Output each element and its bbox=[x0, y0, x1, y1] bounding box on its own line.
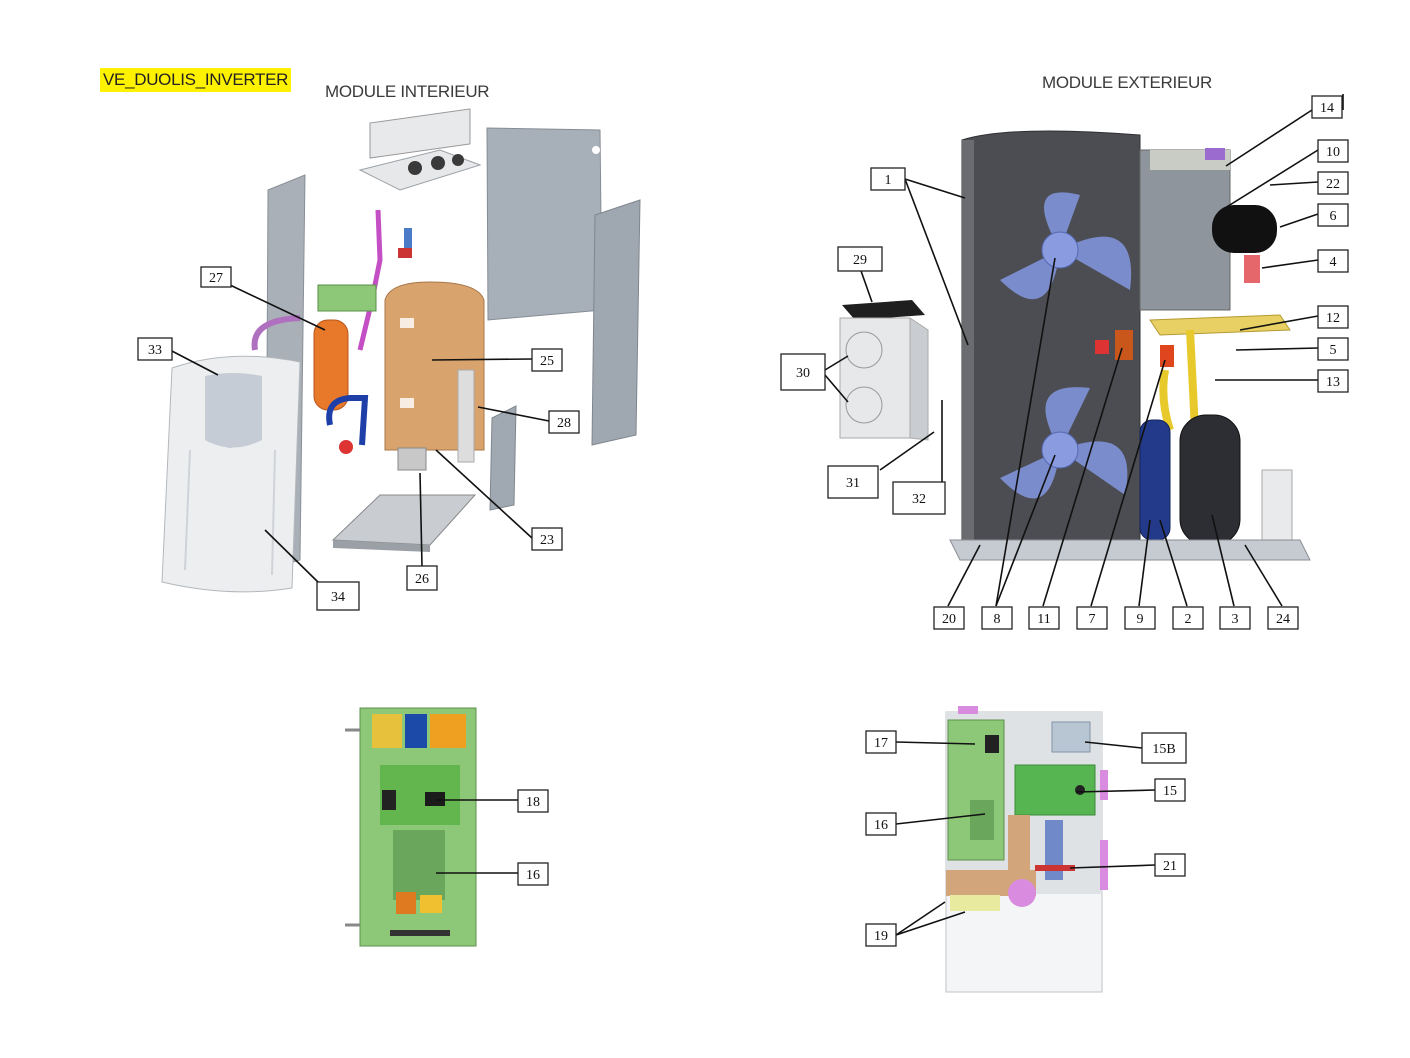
svg-text:15B: 15B bbox=[1152, 742, 1175, 757]
svg-text:27: 27 bbox=[209, 271, 223, 286]
svg-text:32: 32 bbox=[912, 492, 926, 507]
callout-23: 23 bbox=[435, 449, 563, 551]
svg-text:19: 19 bbox=[874, 929, 888, 944]
callout-18: 18 bbox=[436, 789, 549, 813]
svg-text:22: 22 bbox=[1326, 177, 1340, 192]
callout-2: 2 bbox=[1159, 519, 1204, 630]
callout-15: 15 bbox=[1075, 778, 1186, 802]
callout-9: 9 bbox=[1124, 519, 1156, 630]
compressor bbox=[1179, 414, 1241, 546]
callout-22: 22 bbox=[1269, 171, 1349, 195]
indoor-pcb-drawing: 18 16 bbox=[345, 707, 549, 947]
callout-20: 20 bbox=[933, 544, 981, 630]
callout-19: 19 bbox=[865, 901, 966, 947]
callout-25: 25 bbox=[431, 348, 563, 372]
callout-33: 33 bbox=[137, 337, 219, 376]
lower-fan bbox=[1000, 387, 1128, 499]
svg-text:25: 25 bbox=[540, 354, 554, 369]
right-side-panel bbox=[591, 199, 641, 446]
callout-16-outdoor: 16 bbox=[865, 812, 986, 836]
svg-text:11: 11 bbox=[1037, 612, 1050, 627]
svg-text:18: 18 bbox=[526, 795, 540, 810]
callout-1: 1 bbox=[870, 167, 969, 346]
svg-text:28: 28 bbox=[557, 416, 571, 431]
front-cover bbox=[161, 355, 301, 593]
callout-12: 12 bbox=[1239, 305, 1349, 331]
indoor-control-pcb bbox=[317, 284, 377, 312]
callout-16-indoor: 16 bbox=[436, 862, 549, 886]
liquid-receiver bbox=[1139, 419, 1171, 541]
svg-text:23: 23 bbox=[540, 533, 554, 548]
callout-31: 31 bbox=[827, 431, 935, 499]
callout-30: 30 bbox=[780, 353, 849, 403]
callout-6: 6 bbox=[1279, 203, 1349, 228]
svg-text:33: 33 bbox=[148, 343, 162, 358]
callout-24: 24 bbox=[1244, 544, 1299, 630]
callout-8: 8 bbox=[981, 257, 1056, 630]
svg-text:26: 26 bbox=[415, 572, 429, 587]
svg-text:7: 7 bbox=[1089, 612, 1096, 627]
svg-text:31: 31 bbox=[846, 476, 860, 491]
svg-text:8: 8 bbox=[994, 612, 1001, 627]
callout-26: 26 bbox=[406, 472, 438, 591]
svg-text:14: 14 bbox=[1320, 101, 1334, 116]
svg-text:34: 34 bbox=[331, 590, 345, 605]
callout-7: 7 bbox=[1076, 359, 1166, 630]
callout-29: 29 bbox=[837, 246, 883, 303]
svg-text:12: 12 bbox=[1326, 311, 1340, 326]
svg-text:5: 5 bbox=[1330, 343, 1337, 358]
svg-text:30: 30 bbox=[796, 366, 810, 381]
callout-17: 17 bbox=[865, 730, 976, 754]
outdoor-unit-thumbnail bbox=[839, 300, 929, 441]
svg-text:13: 13 bbox=[1326, 375, 1340, 390]
outdoor-board-drawing: 17 15B 15 16 21 19 bbox=[865, 706, 1187, 993]
callout-11: 11 bbox=[1028, 347, 1123, 630]
callout-15B: 15B bbox=[1084, 732, 1187, 764]
svg-text:4: 4 bbox=[1330, 255, 1337, 270]
callout-27: 27 bbox=[200, 266, 326, 331]
svg-text:3: 3 bbox=[1232, 612, 1239, 627]
callout-28: 28 bbox=[477, 406, 580, 434]
callout-4: 4 bbox=[1261, 249, 1349, 273]
base-tray bbox=[331, 494, 477, 546]
svg-text:6: 6 bbox=[1330, 209, 1337, 224]
svg-text:2: 2 bbox=[1185, 612, 1192, 627]
callout-21: 21 bbox=[1069, 853, 1186, 877]
reactor bbox=[1212, 205, 1277, 253]
callout-34: 34 bbox=[264, 529, 360, 611]
pipe-violet bbox=[357, 209, 383, 351]
svg-text:16: 16 bbox=[874, 818, 888, 833]
svg-text:1: 1 bbox=[885, 173, 892, 188]
callout-3: 3 bbox=[1211, 514, 1251, 630]
svg-text:21: 21 bbox=[1163, 859, 1177, 874]
upper-fan bbox=[1000, 192, 1132, 300]
callout-14: 14 bbox=[1225, 94, 1344, 167]
svg-text:15: 15 bbox=[1163, 784, 1177, 799]
outdoor-module-drawing: 14 10 1 22 6 29 bbox=[780, 94, 1349, 630]
indoor-module-title: MODULE INTERIEUR bbox=[325, 82, 490, 101]
indoor-module-drawing: 27 33 25 28 23 26 34 bbox=[137, 108, 641, 611]
svg-text:10: 10 bbox=[1326, 145, 1340, 160]
callout-13: 13 bbox=[1215, 369, 1349, 393]
callout-10: 10 bbox=[1224, 139, 1349, 209]
callout-32: 32 bbox=[892, 400, 946, 515]
svg-text:9: 9 bbox=[1137, 612, 1144, 627]
svg-text:24: 24 bbox=[1276, 612, 1290, 627]
svg-text:20: 20 bbox=[942, 612, 956, 627]
svg-text:16: 16 bbox=[526, 868, 540, 883]
filter-drier bbox=[1244, 255, 1260, 283]
callout-5: 5 bbox=[1235, 337, 1349, 361]
svg-text:17: 17 bbox=[874, 736, 888, 751]
svg-text:29: 29 bbox=[853, 253, 867, 268]
outdoor-casing-front bbox=[961, 130, 1141, 551]
circulator-pump bbox=[397, 447, 427, 471]
outdoor-module-title: MODULE EXTERIEUR bbox=[1042, 73, 1212, 92]
model-tag: VE_DUOLIS_INVERTER bbox=[100, 68, 292, 92]
top-plate bbox=[369, 108, 471, 159]
back-panel bbox=[486, 127, 603, 321]
electric-heater bbox=[457, 369, 475, 463]
